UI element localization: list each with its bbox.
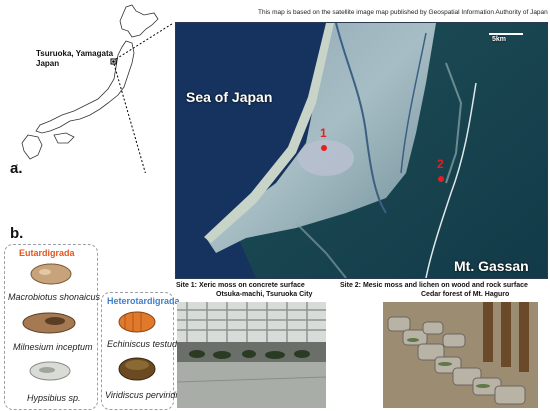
heterotardigrada-title: Heterotardigrada [107, 296, 180, 306]
site2-caption-line2: Cedar forest of Mt. Haguro [421, 291, 510, 298]
satellite-map: 5km Sea of Japan Mt. Gassan 1 2 [175, 22, 548, 279]
species-macrobiotus: Macrobiotus shonaicus [8, 292, 101, 302]
eutardigrada-title: Eutardigrada [19, 248, 75, 258]
site1-number: 1 [320, 126, 327, 140]
viridiscus-image [118, 357, 156, 381]
mountain-label: Mt. Gassan [454, 258, 529, 274]
eutardigrada-group: Eutardigrada Macrobiotus shonaicus Milne… [4, 244, 101, 410]
species-hypsibius: Hypsibius sp. [27, 393, 81, 403]
terrain-graphic [204, 23, 547, 278]
site2-photo [383, 302, 538, 408]
species-echiniscus: Echiniscus testudo [107, 339, 183, 349]
site1-marker [321, 145, 327, 151]
macrobiotus-image [30, 263, 72, 285]
site2-number: 2 [437, 157, 444, 171]
site2-marker [438, 176, 444, 182]
heterotardigrada-group: Heterotardigrada Echiniscus testudo Viri… [101, 292, 182, 410]
scale-label: 5km [492, 36, 507, 43]
location-label: Tsuruoka, Yamagata Japan [36, 49, 113, 69]
panel-b-label: b. [10, 225, 24, 242]
hypsibius-image [29, 361, 71, 381]
sea-label: Sea of Japan [186, 89, 273, 105]
location-line1: Tsuruoka, Yamagata [36, 49, 114, 58]
echiniscus-image [118, 311, 156, 333]
site1-caption-line2: Otsuka-machi, Tsuruoka City [216, 291, 313, 298]
location-line2: Japan [36, 59, 60, 68]
milnesium-image [22, 312, 76, 334]
site2-caption-line1: Site 2: Mesic moss and lichen on wood an… [340, 282, 528, 289]
site1-caption-line1: Site 1: Xeric moss on concrete surface [176, 282, 305, 289]
panel-a-label: a. [10, 160, 23, 177]
species-milnesium: Milnesium inceptum [13, 342, 93, 352]
species-viridiscus: Viridiscus perviridis [105, 390, 182, 400]
site1-photo [177, 302, 326, 408]
japan-outline-map [13, 4, 173, 173]
map-credit: This map is based on the satellite image… [258, 9, 548, 16]
